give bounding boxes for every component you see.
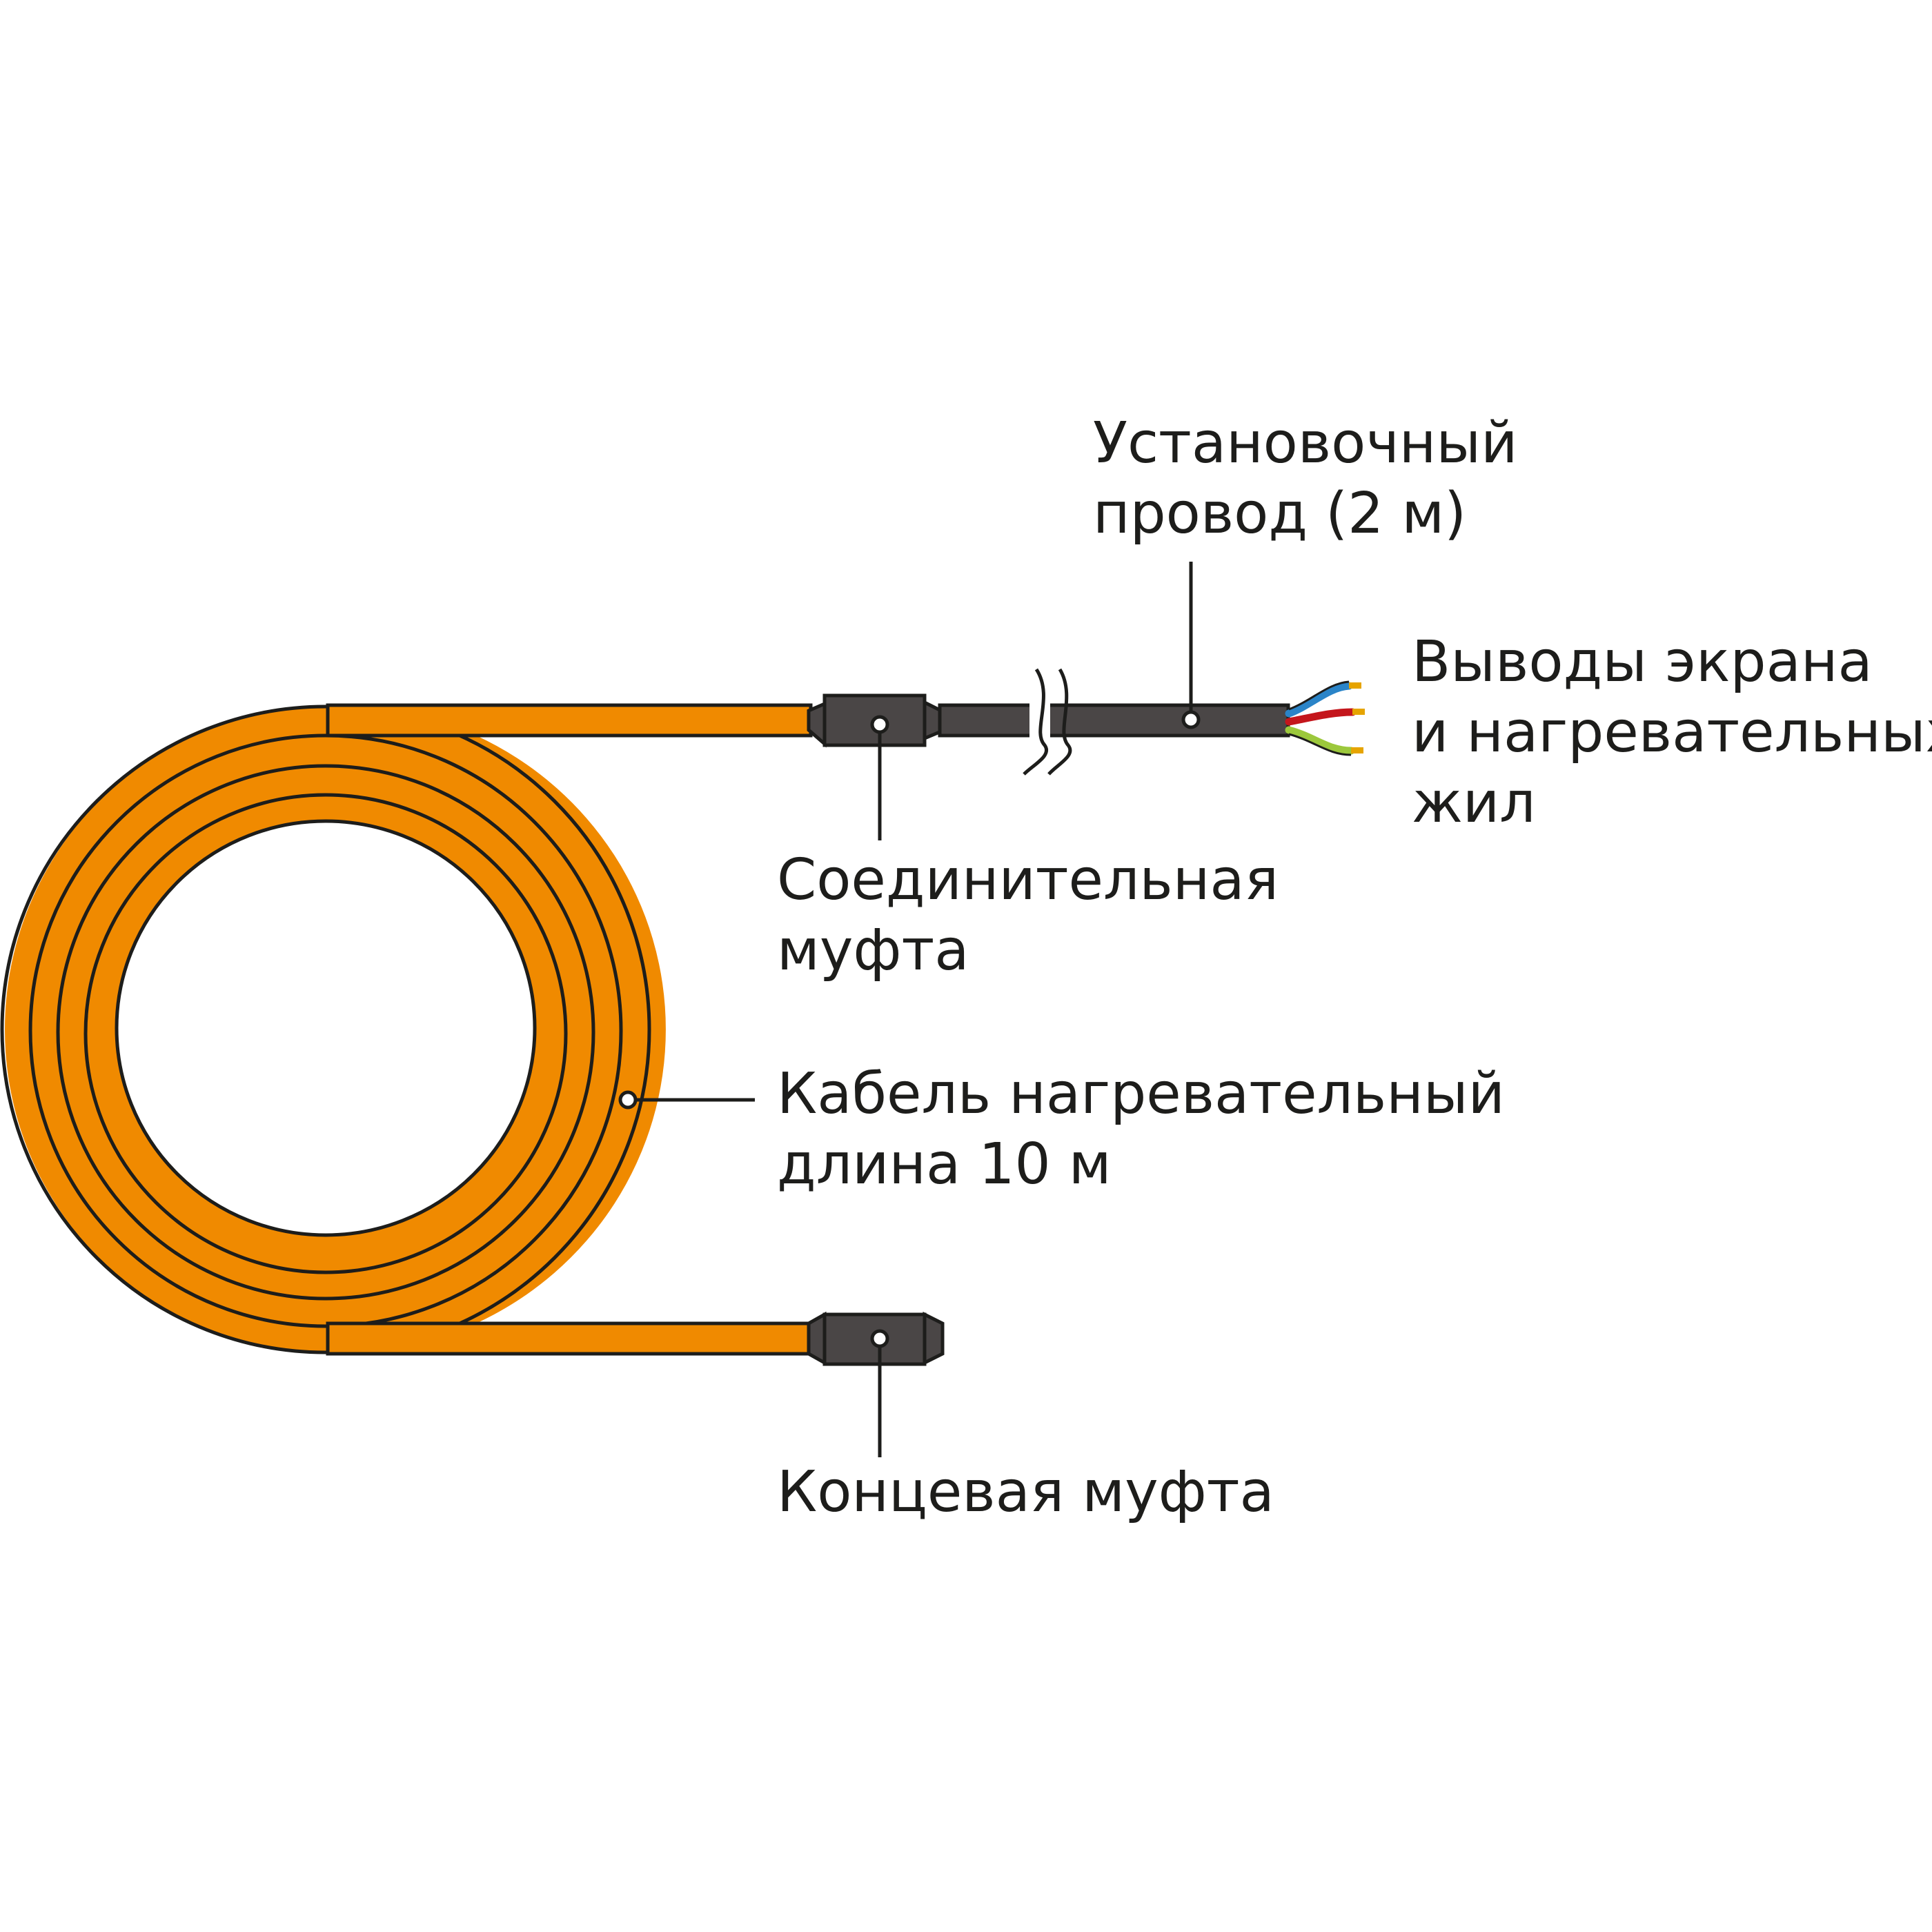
wire-terminals	[1285, 680, 1365, 756]
lead-wire	[938, 668, 1290, 776]
joint-coupling-label-line: муфта	[777, 918, 969, 983]
joint-coupling-left-cap	[807, 701, 827, 748]
core-blue-outline	[1288, 680, 1350, 711]
coil-top-tail	[326, 703, 813, 738]
coil-inner-hole	[115, 819, 537, 1237]
lead-wire-marker	[1181, 710, 1201, 729]
terminals-label: Выводы экрана и нагревательных жил	[1412, 629, 1932, 836]
lead-wire-body	[938, 703, 1290, 738]
coil-turn-outline	[56, 764, 595, 1301]
coil-bottom-tail	[326, 1321, 813, 1356]
lead-wire-break-mark	[1047, 668, 1072, 776]
end-coupling-label: Концевая муфта	[777, 1459, 1274, 1525]
terminal-tip	[1352, 709, 1365, 715]
core-green	[1285, 726, 1355, 755]
lead-wire-label-line: Установочный	[1093, 411, 1517, 476]
heating-cable-label: Кабель нагревательный длина 10 м	[777, 1061, 1523, 1197]
terminals-label-line: Выводы экрана	[1412, 629, 1873, 695]
heating-cable-label-line: длина 10 м	[777, 1132, 1112, 1197]
coil-turn-outline	[83, 793, 568, 1274]
terminal-tip	[1351, 747, 1363, 753]
end-coupling	[807, 1311, 945, 1366]
terminals-label-line: жил	[1412, 770, 1536, 836]
joint-coupling	[807, 693, 943, 748]
heating-cable-label-line: Кабель нагревательный	[777, 1061, 1505, 1127]
heating-cable-coil	[0, 703, 813, 1356]
heating-cable-marker	[618, 1090, 638, 1110]
end-coupling-marker	[870, 1329, 889, 1348]
terminals-label-line: и нагревательных	[1412, 700, 1932, 765]
joint-coupling-marker	[870, 715, 889, 734]
lead-wire-label: Установочный провод (2 м)	[1093, 411, 1536, 546]
joint-coupling-body	[822, 693, 927, 747]
end-coupling-left-cap	[807, 1311, 827, 1366]
joint-coupling-label-line: Соединительная	[777, 847, 1279, 913]
end-coupling-right-cap	[923, 1311, 945, 1366]
end-coupling-label-line: Концевая муфта	[777, 1459, 1274, 1525]
terminal-tip	[1349, 682, 1361, 689]
core-blue	[1285, 682, 1353, 718]
lead-wire-label-line: провод (2 м)	[1093, 481, 1466, 546]
coil-turn-outline	[0, 704, 651, 1354]
lead-wire-break-mark	[1023, 668, 1048, 776]
core-green-outline	[1288, 733, 1352, 756]
joint-coupling-label: Соединительная муфта	[777, 847, 1297, 983]
coil-turn-outline	[28, 733, 623, 1328]
core-red	[1285, 708, 1357, 726]
